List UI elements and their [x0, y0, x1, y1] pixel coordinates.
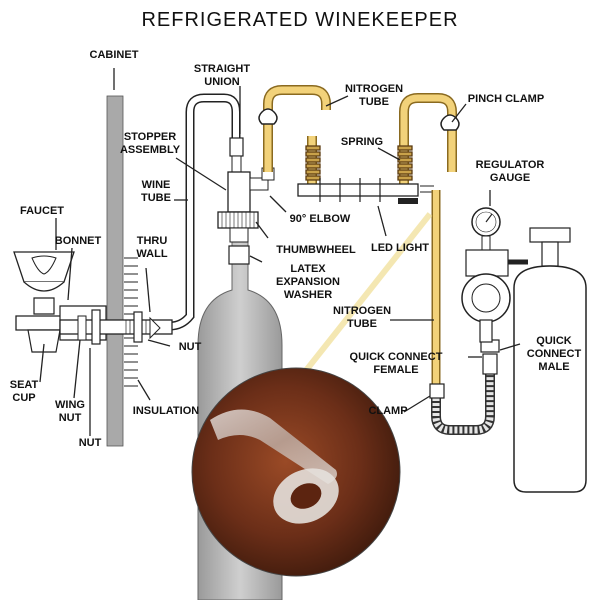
label-straight-union-1: STRAIGHT [194, 63, 251, 75]
label-nitrogen-tube-top-2: TUBE [359, 96, 389, 108]
diagram-title: REFRIGERATED WINEKEEPER [141, 9, 458, 31]
spring-coil-left [305, 145, 321, 181]
regulator-assembly [461, 207, 528, 343]
label-90-elbow: 90° ELBOW [290, 213, 351, 225]
label-seat-cup-1: SEAT [10, 379, 39, 391]
quick-connect [480, 339, 500, 375]
label-quick-connect-female-2: FEMALE [373, 364, 418, 376]
label-pinch-clamp: PINCH CLAMP [468, 93, 544, 105]
cabinet-wall [106, 95, 124, 447]
label-cabinet: CABINET [90, 49, 139, 61]
label-quick-connect-female-1: QUICK CONNECT [350, 351, 443, 363]
spring-coil-right [397, 145, 413, 181]
label-wine-tube-2: TUBE [141, 192, 171, 204]
straight-union-lower [231, 155, 242, 173]
wine-tube [169, 93, 241, 331]
label-quick-connect-male-1: QUICK [536, 335, 572, 347]
label-regulator-gauge-2: GAUGE [490, 172, 530, 184]
label-nut-bottom: NUT [79, 437, 102, 449]
label-latex-1: LATEX [290, 263, 326, 275]
label-nut-right: NUT [179, 341, 202, 353]
label-clamp: CLAMP [368, 405, 407, 417]
label-stopper-assembly-2: ASSEMBLY [120, 144, 181, 156]
label-latex-2: EXPANSION [276, 276, 340, 288]
braided-hose [431, 374, 495, 435]
label-insulation: INSULATION [133, 405, 199, 417]
nitrogen-tube-second [399, 93, 457, 186]
label-nitrogen-tube-mid-1: NITROGEN [333, 305, 391, 317]
led-light-beam [297, 212, 433, 380]
label-wine-tube-1: WINE [142, 179, 171, 191]
stopper-assembly [217, 171, 259, 265]
label-thru-wall-2: WALL [136, 248, 167, 260]
label-quick-connect-male-3: MALE [538, 361, 569, 373]
label-faucet: FAUCET [20, 205, 64, 217]
manifold-bar [297, 178, 434, 204]
leader-arrows [39, 68, 521, 436]
tube-closeup-photo [191, 367, 401, 577]
callout-labels: CABINET STRAIGHT UNION NITROGEN TUBE PIN… [10, 49, 582, 449]
nitrogen-cylinder [513, 227, 587, 493]
clamp-fitting [429, 383, 445, 399]
label-bonnet: BONNET [55, 235, 102, 247]
label-nitrogen-tube-mid-2: TUBE [347, 318, 377, 330]
label-seat-cup-2: CUP [12, 392, 35, 404]
pinch-clamp-left [258, 108, 278, 125]
label-stopper-assembly-1: STOPPER [124, 131, 176, 143]
thru-wall-shank [59, 309, 173, 345]
label-quick-connect-male-2: CONNECT [527, 348, 582, 360]
straight-union [229, 137, 244, 157]
label-wing-nut-2: NUT [59, 412, 82, 424]
label-wing-nut-1: WING [55, 399, 85, 411]
label-led-light: LED LIGHT [371, 242, 429, 254]
label-straight-union-2: UNION [204, 76, 240, 88]
label-regulator-gauge-1: REGULATOR [476, 159, 545, 171]
label-latex-3: WASHER [284, 289, 332, 301]
label-spring: SPRING [341, 136, 383, 148]
label-thumbwheel: THUMBWHEEL [276, 244, 356, 256]
label-thru-wall-1: THRU [137, 235, 168, 247]
label-nitrogen-tube-top-1: NITROGEN [345, 83, 403, 95]
